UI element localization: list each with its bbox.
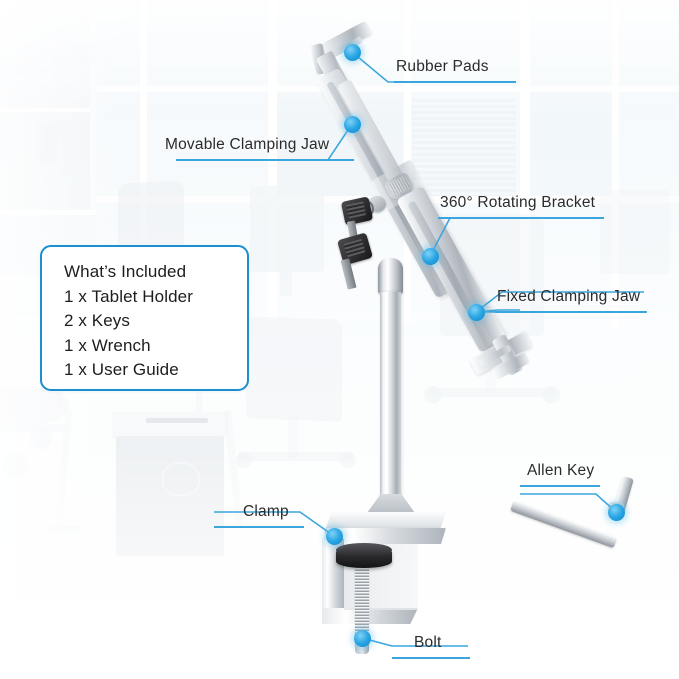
included-item-wrench: 1 x Wrench bbox=[64, 335, 151, 355]
chair-caster-3 bbox=[424, 386, 442, 404]
office-chair-2-post bbox=[288, 416, 298, 458]
whats-included-list: What’s Included 1 x Tablet Holder 2 x Ke… bbox=[42, 247, 247, 383]
shredder-lid bbox=[112, 412, 228, 438]
office-chair-2 bbox=[246, 316, 342, 422]
clamp-bottom-plate bbox=[322, 608, 418, 624]
marker-dot-rotating-bracket bbox=[422, 248, 439, 265]
callout-underline-rubber-pads bbox=[394, 81, 516, 83]
window-mullion-v4 bbox=[520, 0, 530, 330]
whats-included-box: What’s Included 1 x Tablet Holder 2 x Ke… bbox=[40, 245, 249, 391]
pole-top-cap bbox=[378, 258, 403, 294]
monitor bbox=[250, 186, 324, 272]
included-item-tablet-holder: 1 x Tablet Holder bbox=[64, 286, 193, 306]
window-mullion-v5 bbox=[612, 0, 619, 330]
marker-dot-movable-jaw bbox=[344, 116, 361, 133]
marker-dot-clamp bbox=[326, 528, 343, 545]
bolt-thread bbox=[355, 556, 369, 648]
callout-label-allen-key: Allen Key bbox=[527, 462, 595, 479]
callout-label-movable-jaw: Movable Clamping Jaw bbox=[165, 136, 330, 153]
whats-included-title: What’s Included bbox=[64, 262, 187, 281]
marker-dot-rubber-pads bbox=[344, 44, 361, 61]
included-item-user-guide: 1 x User Guide bbox=[64, 360, 179, 379]
marker-dot-fixed-jaw bbox=[468, 304, 485, 321]
shredder-slot bbox=[146, 418, 208, 423]
window-mullion-v1 bbox=[140, 0, 147, 330]
bolt-knob-top bbox=[336, 543, 392, 557]
callout-label-clamp: Clamp bbox=[243, 503, 289, 520]
monitor-2 bbox=[600, 190, 670, 274]
pole-highlight bbox=[385, 292, 388, 502]
callout-label-rotating-bracket: 360° Rotating Bracket bbox=[440, 194, 596, 211]
marker-dot-allen-key bbox=[608, 504, 625, 521]
chair-caster-4 bbox=[542, 386, 560, 404]
office-chair-3-base bbox=[428, 388, 556, 397]
callout-underline-movable-jaw bbox=[176, 159, 354, 161]
included-item-keys: 2 x Keys bbox=[64, 311, 130, 330]
clamp-top-plate bbox=[322, 528, 446, 544]
window-mullion-v2 bbox=[268, 0, 277, 330]
marker-dot-bolt bbox=[354, 630, 371, 647]
support-pole bbox=[380, 292, 401, 502]
callout-label-fixed-jaw: Fixed Clamping Jaw bbox=[497, 288, 641, 305]
callout-underline-clamp bbox=[214, 526, 304, 528]
monitor-stand bbox=[280, 270, 292, 296]
callout-label-rubber-pads: Rubber Pads bbox=[396, 58, 489, 75]
callout-underline-fixed-jaw bbox=[495, 311, 647, 313]
callout-underline-bolt bbox=[392, 657, 470, 659]
callout-underline-allen-key bbox=[520, 485, 600, 487]
callout-label-bolt: Bolt bbox=[414, 634, 442, 651]
callout-underline-rotating-bracket bbox=[438, 217, 604, 219]
